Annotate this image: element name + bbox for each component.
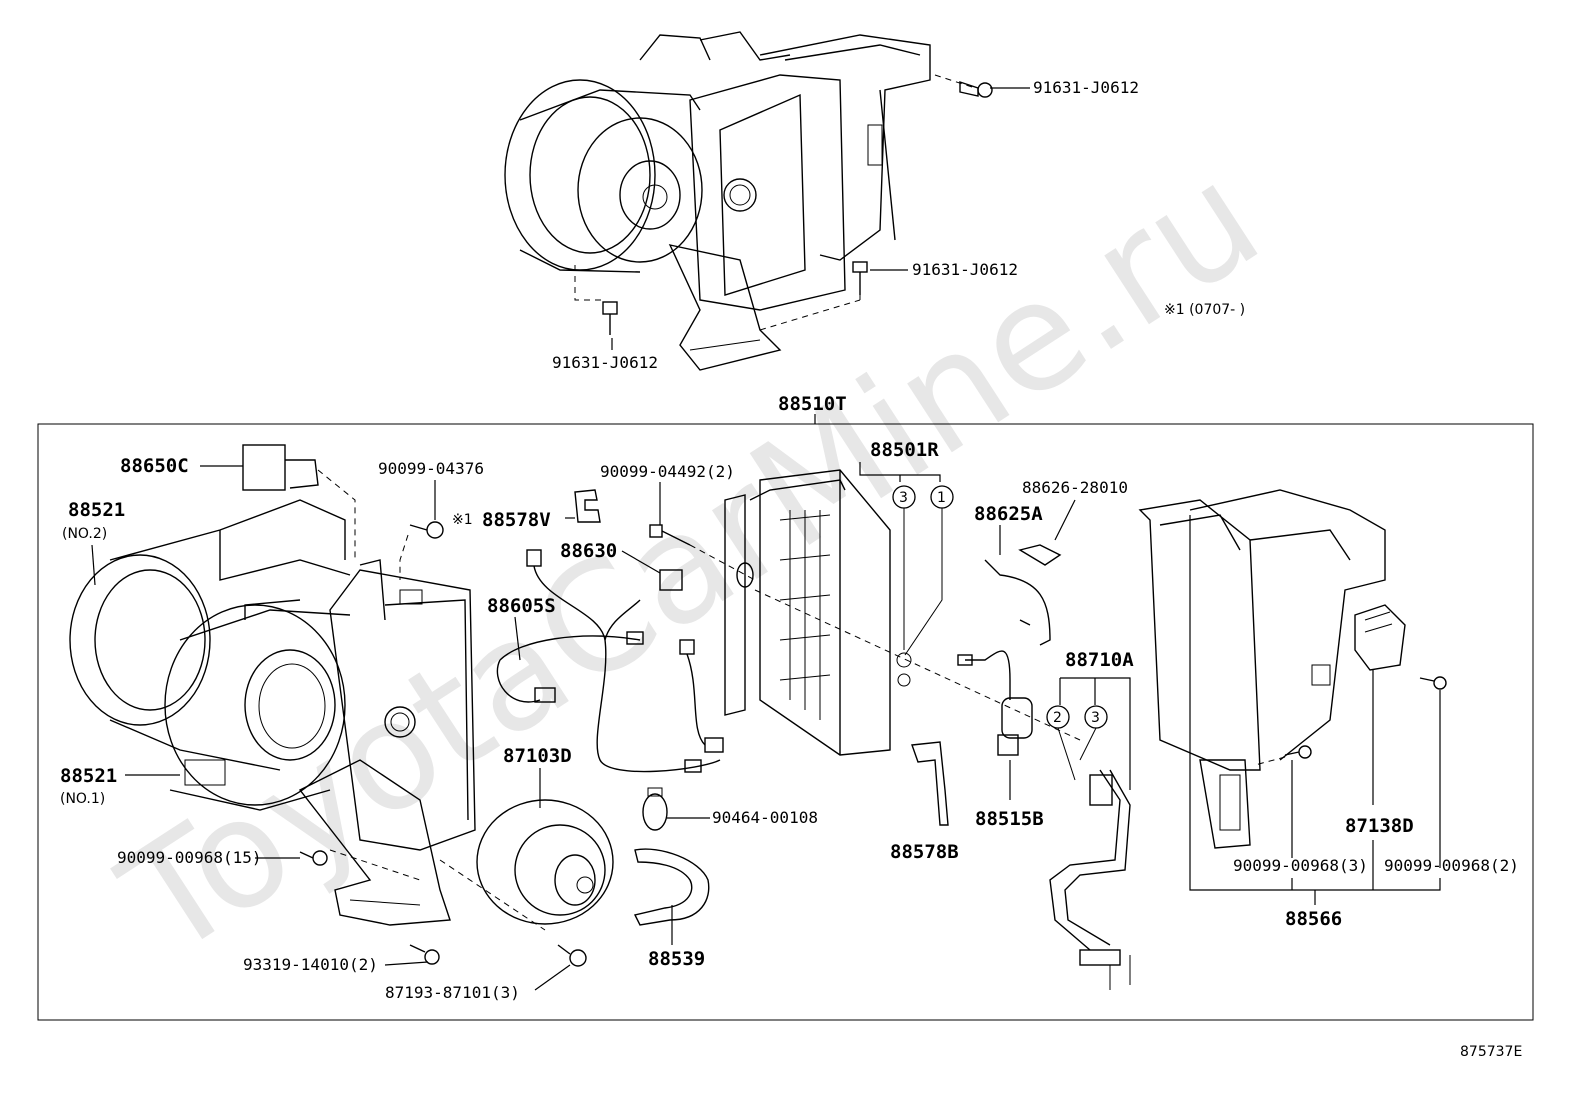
bolt-top-right-icon	[959, 81, 993, 98]
bolt-90099-04492-icon	[649, 524, 691, 546]
heater-case-88566-drawing	[1138, 489, 1386, 849]
tube-88710A-drawing	[1049, 769, 1131, 990]
bolt-mid-right-icon	[852, 261, 868, 295]
wire-88515B-drawing	[965, 650, 1011, 700]
label-88630: 88630	[560, 540, 617, 562]
callout-3a-text: 3	[899, 490, 908, 506]
bolt-bottom-left-icon	[602, 301, 618, 335]
screw-88566-icon	[1284, 745, 1312, 759]
label-88515B: 88515B	[975, 808, 1044, 830]
label-90099-04492: 90099-04492(2)	[600, 462, 735, 481]
label-88521-no2-sub: (NO.2)	[62, 526, 107, 542]
blower-motor-87103D-drawing	[476, 799, 614, 925]
evaporator-88501R-drawing	[724, 469, 891, 756]
resistor-87138D-icon	[1354, 604, 1406, 671]
assembly-frame	[37, 423, 1534, 1021]
figure-code: 875737E	[1460, 1044, 1522, 1060]
screw-87193-87101-icon	[557, 944, 587, 967]
label-bolt-mid-right: 91631-J0612	[912, 260, 1018, 279]
o-ring-lower-icon	[897, 673, 911, 687]
label-90099-04376: 90099-04376	[378, 459, 484, 478]
clamp-90464-00108-icon	[642, 787, 668, 831]
label-bolt-top-right: 91631-J0612	[1033, 78, 1139, 97]
label-88626-28010: 88626-28010	[1022, 478, 1128, 497]
label-88521-no1-sub: (NO.1)	[60, 791, 105, 807]
label-88605S: 88605S	[487, 595, 556, 617]
label-87103D: 87103D	[503, 745, 572, 767]
screw-87138D-icon	[1419, 676, 1447, 690]
screw-93319-14010-icon	[409, 944, 440, 965]
label-88625A: 88625A	[974, 503, 1043, 525]
sensor-clip-88626-icon	[1018, 544, 1062, 566]
blower-case-drawing	[69, 499, 476, 926]
label-88710A: 88710A	[1065, 649, 1134, 671]
thermistor-88625A-drawing	[984, 559, 1051, 646]
hose-88539-drawing	[633, 848, 710, 926]
switch-88515B-icon	[997, 697, 1033, 756]
screw-90099-04376-icon	[409, 521, 444, 539]
label-88521-no1: 88521	[60, 765, 117, 787]
heater-unit-assembly-drawing	[504, 31, 993, 371]
wire-harness-88605S-drawing	[496, 549, 724, 773]
label-88539: 88539	[648, 948, 705, 970]
clip-88578V-icon	[574, 489, 601, 523]
clip-88578B-icon	[911, 741, 949, 826]
label-88566: 88566	[1285, 908, 1342, 930]
callout-3b-text: 3	[1091, 710, 1100, 726]
label-88521-no2: 88521	[68, 499, 125, 521]
relay-88630-icon	[659, 569, 683, 591]
label-bolt-bottom-left: 91631-J0612	[552, 353, 658, 372]
label-88578B: 88578B	[890, 841, 959, 863]
o-ring-upper-icon	[896, 652, 912, 668]
callout-1-text: 1	[937, 490, 946, 506]
screw-90099-00968-15-icon	[299, 850, 328, 866]
label-88501R: 88501R	[870, 439, 939, 461]
label-87193-87101: 87193-87101(3)	[385, 983, 520, 1002]
label-88578V: 88578V	[482, 509, 551, 531]
label-star1: ※1	[452, 512, 473, 528]
label-90464-00108: 90464-00108	[712, 808, 818, 827]
label-90099-00968-3: 90099-00968(3)	[1233, 856, 1368, 875]
callout-2-text: 2	[1053, 710, 1062, 726]
label-88650C: 88650C	[120, 455, 189, 477]
label-assembly: 88510T	[778, 393, 847, 415]
label-90099-00968-2: 90099-00968(2)	[1384, 856, 1519, 875]
cover-88650C-icon	[242, 444, 319, 491]
label-87138D: 87138D	[1345, 815, 1414, 837]
label-90099-00968-15: 90099-00968(15)	[117, 848, 262, 867]
note-star-range: ※1 (0707- )	[1164, 302, 1245, 318]
label-93319-14010: 93319-14010(2)	[243, 955, 378, 974]
